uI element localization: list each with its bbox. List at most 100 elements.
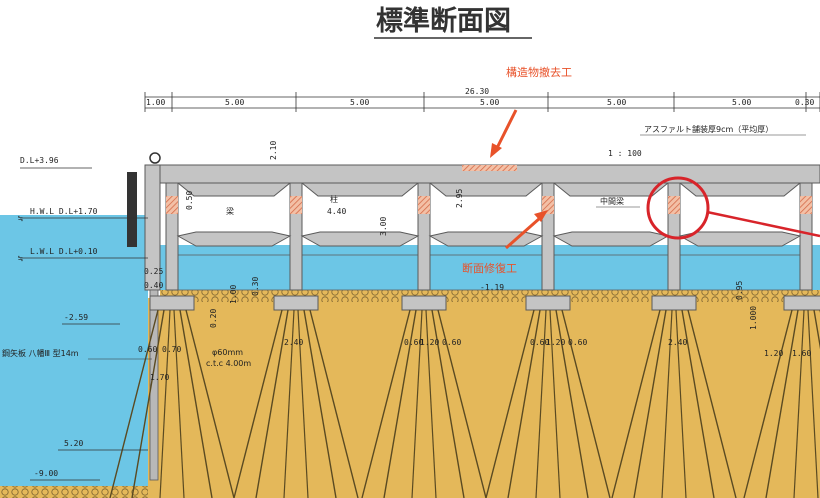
pile — [485, 309, 535, 498]
piles-group — [109, 309, 820, 498]
repair-zone — [418, 196, 430, 214]
pile-note-1: φ60mm — [212, 348, 243, 357]
label-mid-beam: 中間梁 — [600, 196, 624, 206]
arrow-repair-shaft — [505, 216, 541, 250]
dim-pile-240b: 2.40 — [668, 338, 687, 347]
dim-pile-240a: 2.40 — [284, 338, 303, 347]
dim-060: 0.60 — [138, 345, 157, 354]
pile — [179, 309, 213, 498]
dim-295: 2.95 — [455, 189, 464, 208]
dim-span-1: 5.00 — [225, 98, 244, 107]
pile — [765, 309, 799, 498]
dim-pile-mid2b: 1.20 — [546, 338, 565, 347]
dim-pile-120: 1.20 — [764, 349, 783, 358]
pile — [361, 309, 411, 498]
pile — [743, 309, 793, 498]
dim-095: 0.95 — [735, 281, 744, 300]
dim-pile-mid3b: 0.60 — [568, 338, 587, 347]
level-hwl: H.W.L D.L+1.70 — [30, 207, 98, 216]
repair-zone — [166, 196, 178, 214]
label-beam: 梁 — [226, 207, 234, 216]
label-column: 柱 — [330, 194, 338, 204]
pile — [681, 309, 715, 498]
dim-pile-mid2: 1.20 — [420, 338, 439, 347]
pile-note-2: c.t.c 4.00m — [206, 359, 251, 368]
pile-cap — [525, 295, 571, 311]
rubble-base — [0, 486, 148, 498]
mid-beam — [552, 231, 670, 247]
pile — [633, 309, 667, 498]
beam — [176, 182, 292, 197]
level-119: -1.19 — [480, 283, 504, 292]
pile — [383, 309, 417, 498]
pile — [661, 309, 673, 498]
dim-span-4: 5.00 — [607, 98, 626, 107]
pile — [425, 309, 437, 498]
repair-zone — [668, 196, 680, 214]
pile-cap — [651, 295, 697, 311]
pile-cap — [401, 295, 447, 311]
pile — [185, 309, 235, 498]
water-mark-lwl: ≒ — [18, 254, 23, 263]
mid-beam — [300, 231, 420, 247]
beam — [428, 182, 544, 197]
level-520: 5.20 — [64, 439, 83, 448]
mid-beam — [678, 231, 802, 247]
pile — [411, 309, 423, 498]
pile — [687, 309, 737, 498]
pile — [255, 309, 289, 498]
repair-zone — [290, 196, 302, 214]
pile-cap — [273, 295, 319, 311]
lower-beam-outline — [679, 254, 801, 291]
mid-beam — [428, 231, 544, 247]
pile — [159, 309, 171, 498]
page-title: 標準断面図 — [376, 5, 511, 37]
dim-pile-mid3: 0.60 — [442, 338, 461, 347]
highlight-leader — [706, 210, 820, 238]
pile — [131, 309, 165, 498]
dim-040: 0.40 — [144, 281, 163, 290]
pile — [437, 309, 487, 498]
bollard — [149, 152, 161, 164]
dim-300: 3.00 — [379, 217, 388, 236]
arrow-removal-head — [490, 143, 502, 158]
pile — [813, 309, 820, 350]
label-slope: 1 : 100 — [608, 149, 642, 158]
pile — [535, 309, 547, 498]
pile — [675, 309, 687, 498]
dim-pile-160: 1.60 — [792, 349, 811, 358]
arrow-repair-head — [534, 210, 548, 222]
removal-zone — [462, 165, 517, 171]
highlight-circle — [646, 176, 710, 240]
dim-030: 0.30 — [251, 277, 260, 296]
dim-100: 1.00 — [229, 285, 238, 304]
dim-span-3: 5.00 — [480, 98, 499, 107]
dim-total: 26.30 — [465, 87, 489, 96]
pile — [233, 309, 283, 498]
pile — [611, 309, 661, 498]
pile — [303, 309, 337, 498]
dim-020: 0.20 — [209, 309, 218, 328]
pile — [173, 309, 185, 498]
sheet-pile-label: 鋼矢板 八幡Ⅲ 型14m — [2, 348, 79, 358]
dim-last: 0.30 — [795, 98, 814, 107]
dim-first: 1.00 — [146, 98, 165, 107]
level-900: -9.00 — [34, 469, 58, 478]
beam — [678, 182, 802, 197]
pile — [807, 309, 819, 498]
lower-beam-outline — [553, 254, 669, 291]
level-259: -2.59 — [64, 313, 88, 322]
dim-span-2: 5.00 — [350, 98, 369, 107]
repair-zone — [542, 196, 554, 214]
pile — [309, 309, 359, 498]
dim-ticks — [144, 92, 820, 112]
sea-water — [0, 215, 148, 498]
pile — [561, 309, 611, 498]
dim-170: 1.70 — [150, 373, 169, 382]
pile — [555, 309, 589, 498]
mid-beam — [176, 231, 292, 247]
arrow-removal-shaft — [494, 109, 518, 151]
dim-210: 2.10 — [269, 141, 278, 160]
pile — [283, 309, 295, 498]
